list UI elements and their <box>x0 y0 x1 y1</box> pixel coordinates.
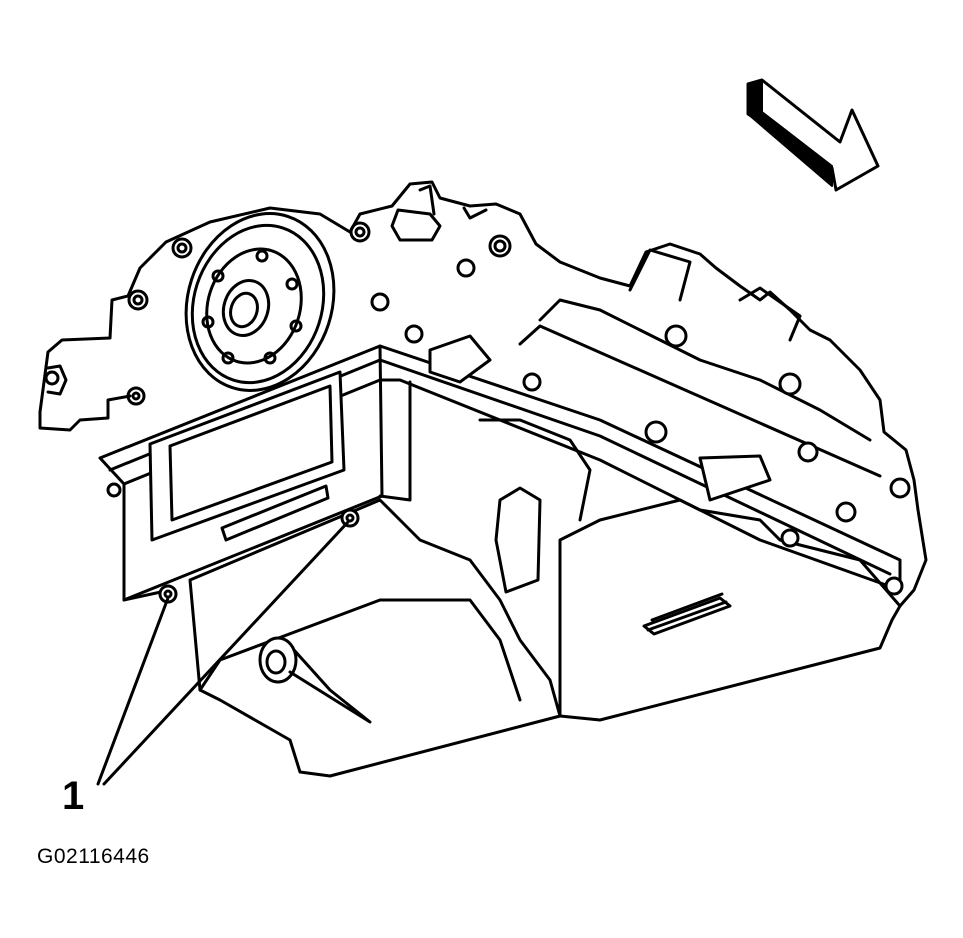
crankshaft-pulley <box>184 212 336 392</box>
oil-pan-sump <box>106 418 904 778</box>
figure-id: G02116446 <box>37 845 150 868</box>
direction-arrow-icon <box>746 78 880 192</box>
callout-number-1: 1 <box>62 774 85 818</box>
callout-leader-lines <box>96 520 350 786</box>
oil-pan-rail <box>98 248 911 602</box>
